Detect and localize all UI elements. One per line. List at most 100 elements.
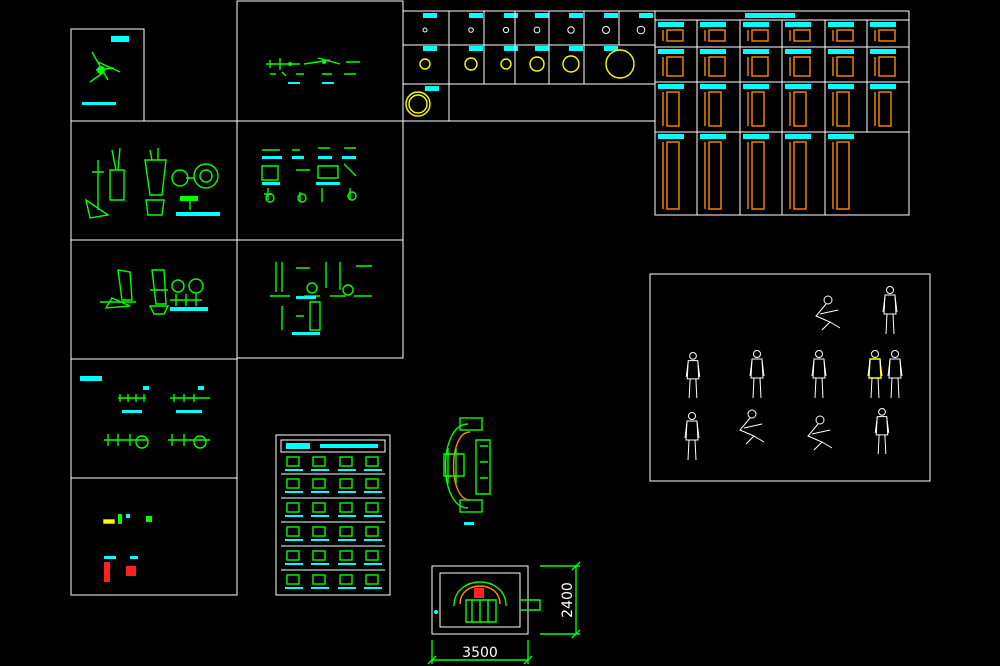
fitting-cell-symbol <box>567 26 575 34</box>
panel-submersible-pump-a <box>70 120 238 241</box>
human-limbs <box>882 295 898 335</box>
profile-cell-tag <box>828 84 854 89</box>
human-limbs <box>807 423 833 451</box>
fitting-ring-symbol <box>529 56 545 72</box>
profile-section-outline <box>793 29 811 42</box>
fitting-cell-tag <box>535 13 549 18</box>
fitting-cell-tag <box>639 13 653 18</box>
profile-section-outline <box>708 91 722 127</box>
dimension-width-label: 3500 <box>462 645 498 661</box>
profile-cell-tag <box>785 84 811 89</box>
panel-human-figures <box>649 273 931 482</box>
fitting-cell-tag <box>504 46 518 51</box>
human-figure-crouching <box>739 409 765 445</box>
profile-cell-tag <box>785 134 811 139</box>
legend-cells <box>281 451 385 589</box>
legend-symbol <box>312 526 326 537</box>
human-torso <box>686 360 700 380</box>
legend-symbol <box>312 456 326 467</box>
fitting-cell-symbol <box>533 26 541 34</box>
human-figure <box>874 407 890 455</box>
legend-symbol <box>286 456 300 467</box>
fitting-cell-symbol <box>468 27 474 33</box>
human-figure-crouching <box>807 415 833 451</box>
fitting-ring-large-inner <box>408 94 428 114</box>
legend-symbol <box>365 574 379 585</box>
human-torso <box>868 358 882 379</box>
profile-cell-tag <box>743 22 769 27</box>
fitting-catalogue-table <box>402 10 656 122</box>
legend-symbol-caption <box>311 469 329 471</box>
human-figure <box>882 286 898 335</box>
profile-cell-tag <box>785 49 811 54</box>
legend-symbol <box>286 550 300 561</box>
panel-valve-assembly <box>70 358 238 479</box>
pump-u-bend-elevation <box>443 417 491 525</box>
legend-symbol <box>339 502 353 513</box>
profile-cell-tag <box>870 22 896 27</box>
fitting-cell-tag <box>469 46 483 51</box>
legend-symbol <box>286 502 300 513</box>
human-torso <box>750 358 764 379</box>
dimension-lines <box>427 561 581 665</box>
human-limbs <box>739 417 765 445</box>
legend-symbol-caption <box>311 563 329 565</box>
legend-symbol <box>339 456 353 467</box>
fitting-ring-symbol <box>464 57 478 71</box>
profile-section-outline <box>708 141 722 210</box>
human-head <box>878 407 886 416</box>
panel-mixer <box>70 28 145 122</box>
dimension-height-label: 2400 <box>560 582 576 618</box>
human-limbs <box>874 417 890 455</box>
profile-section-outline <box>878 91 892 127</box>
fitting-cell-tag <box>423 46 437 51</box>
human-head <box>815 350 823 358</box>
human-torso <box>875 416 889 436</box>
human-limbs <box>815 303 841 331</box>
profile-section-outline <box>666 91 680 127</box>
human-figures <box>684 286 903 461</box>
profile-section-outline <box>666 56 684 77</box>
human-limbs <box>749 359 765 399</box>
legend-symbol-caption <box>338 515 356 517</box>
profile-section-outline <box>836 29 854 42</box>
profile-cell-tag <box>658 49 684 54</box>
fitting-ring-symbol <box>605 49 635 79</box>
legend-symbol-caption <box>311 539 329 541</box>
legend-symbol-caption <box>338 563 356 565</box>
fitting-cell-tag <box>569 13 583 18</box>
profile-cell-tag <box>828 134 854 139</box>
fitting-cell-tag <box>504 13 518 18</box>
profile-section-outline <box>793 56 811 77</box>
profile-cell-tag <box>743 84 769 89</box>
fitting-cell-tag <box>469 13 483 18</box>
panel-fittings-small <box>70 477 238 596</box>
human-head <box>753 350 761 358</box>
legend-symbol <box>286 478 300 489</box>
fitting-ring-large <box>405 91 431 117</box>
profile-section-outline <box>751 91 765 127</box>
profile-section-outline <box>836 91 850 127</box>
profile-section-outline <box>793 141 807 210</box>
human-figure <box>887 350 903 399</box>
profile-cell-tag <box>658 84 684 89</box>
profile-cell-tag <box>700 49 726 54</box>
legend-symbol <box>365 526 379 537</box>
fitting-ring-symbol <box>562 55 580 73</box>
human-head <box>886 286 894 294</box>
legend-symbol-caption <box>285 515 303 517</box>
legend-symbol-caption <box>364 539 382 541</box>
human-head <box>815 415 825 425</box>
legend-symbol <box>312 502 326 513</box>
legend-symbol-caption <box>364 469 382 471</box>
legend-symbol <box>365 478 379 489</box>
legend-symbol <box>286 574 300 585</box>
profile-section-outline <box>793 91 807 127</box>
profile-cell-tag <box>785 22 811 27</box>
human-head <box>747 409 757 419</box>
legend-symbol-caption <box>285 563 303 565</box>
legend-symbol <box>365 456 379 467</box>
legend-symbol <box>339 478 353 489</box>
legend-symbol <box>312 550 326 561</box>
